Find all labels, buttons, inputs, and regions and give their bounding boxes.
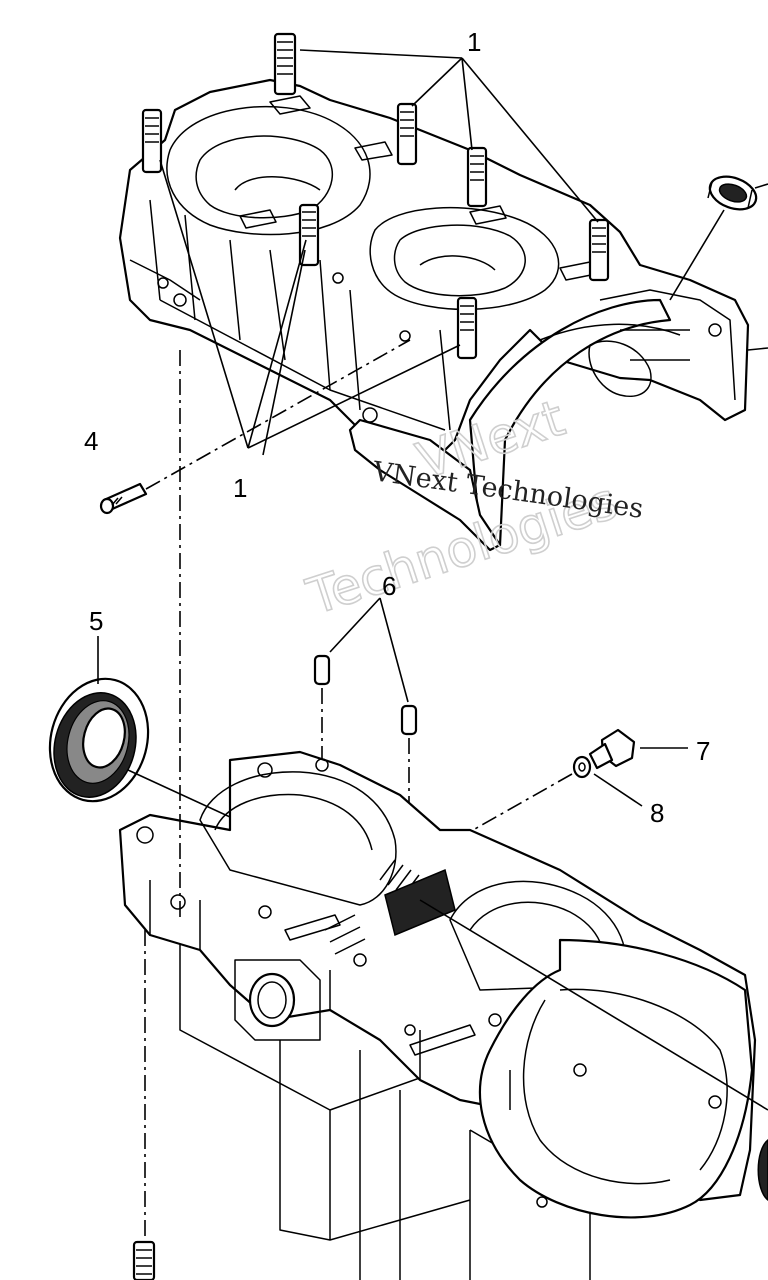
- callout-6: 6: [382, 571, 396, 601]
- lower-crankcase: [118, 750, 757, 1280]
- callout-7: 7: [696, 736, 710, 766]
- stud: [273, 32, 297, 96]
- stud: [298, 203, 320, 267]
- stud: [588, 218, 610, 282]
- callout-5: 5: [89, 606, 103, 636]
- sealing-washer-8: [572, 755, 592, 779]
- stud: [141, 108, 163, 174]
- dowel-pins-6: [313, 654, 418, 736]
- oil-seal-5: [48, 677, 150, 803]
- oil-seal-upper-right: [707, 175, 758, 211]
- callout-1-leaders: [159, 49, 599, 456]
- dowel-pin-4: [99, 482, 148, 515]
- callout-1-top: 1: [467, 27, 481, 57]
- drain-bolt-7: [588, 728, 636, 770]
- callout-4: 4: [84, 426, 98, 456]
- callout-8: 8: [650, 798, 664, 828]
- stud: [456, 296, 478, 360]
- oil-seal-lower-right: [757, 1139, 768, 1201]
- upper-crankcase: [118, 78, 750, 552]
- stud: [396, 102, 418, 166]
- stud-lower: [132, 1240, 156, 1280]
- callout-1-bottom: 1: [233, 473, 247, 503]
- stud: [466, 146, 488, 208]
